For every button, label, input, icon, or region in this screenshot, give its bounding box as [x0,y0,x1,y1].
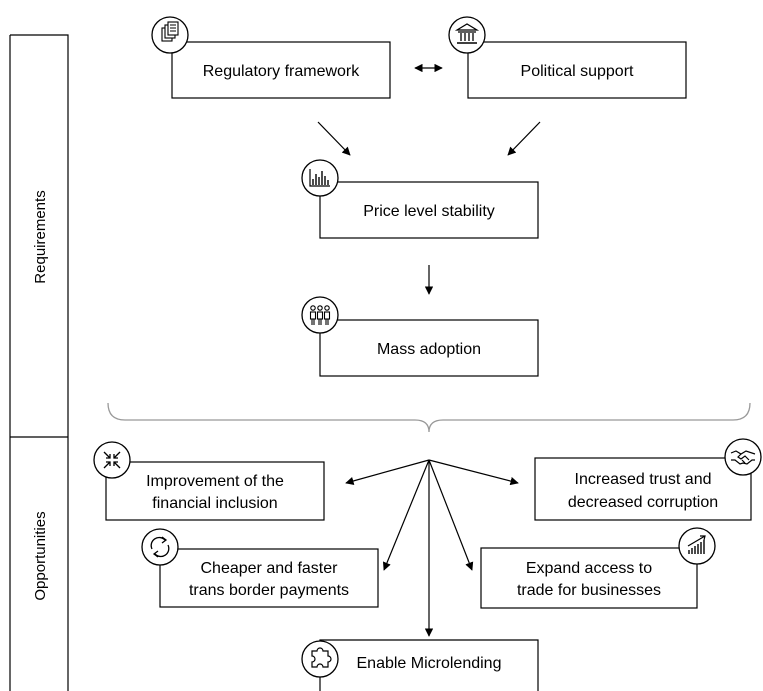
handshake-icon [724,438,762,476]
opportunity-arrows [345,459,519,637]
box-mass-adoption [319,319,539,377]
arrow-regulatory-to-price [317,121,351,156]
curly-brace [107,402,751,433]
documents-icon [151,16,189,54]
label-mass-adoption: Mass adoption [377,341,481,358]
label-trust-corruption-1: Increased trust and [575,471,712,488]
box-political-support [467,41,687,99]
box-price-level-stability [319,181,539,239]
box-trans-border-payments [159,548,379,608]
label-regulatory-framework: Regulatory framework [203,63,361,80]
government-building-icon [448,16,486,54]
label-trust-corruption-2: decreased corruption [568,494,718,511]
box-regulatory-framework [171,41,391,99]
arrow-to-trust [428,459,519,486]
section-label-opportunities: Opportunities [32,511,49,600]
section-label-requirements: Requirements [32,190,49,283]
label-financial-inclusion-1: Improvement of the [146,473,284,490]
refresh-icon [141,528,179,566]
box-trade-access [480,547,698,609]
label-trans-border-payments-1: Cheaper and faster [201,560,339,577]
growth-chart-icon [678,527,716,565]
label-trade-access-2: trade for businesses [517,582,661,599]
arrow-to-inclusion [345,459,430,486]
arrow-to-trade [428,459,474,571]
label-price-level-stability: Price level stability [363,203,495,220]
arrow-political-to-price [507,121,541,156]
label-trade-access-1: Expand access to [526,560,652,577]
box-financial-inclusion [105,461,325,521]
label-financial-inclusion-2: financial inclusion [152,495,277,512]
label-trans-border-payments-2: trans border payments [189,582,349,599]
section-divider [9,34,69,691]
puzzle-icon [301,640,339,678]
box-trust-corruption [534,457,752,521]
label-political-support: Political support [521,63,635,80]
arrow-to-payments [382,459,430,571]
label-microlending: Enable Microlending [357,655,502,672]
compress-arrows-icon [93,441,131,479]
bar-chart-icon [301,159,339,197]
people-group-icon [301,296,339,334]
